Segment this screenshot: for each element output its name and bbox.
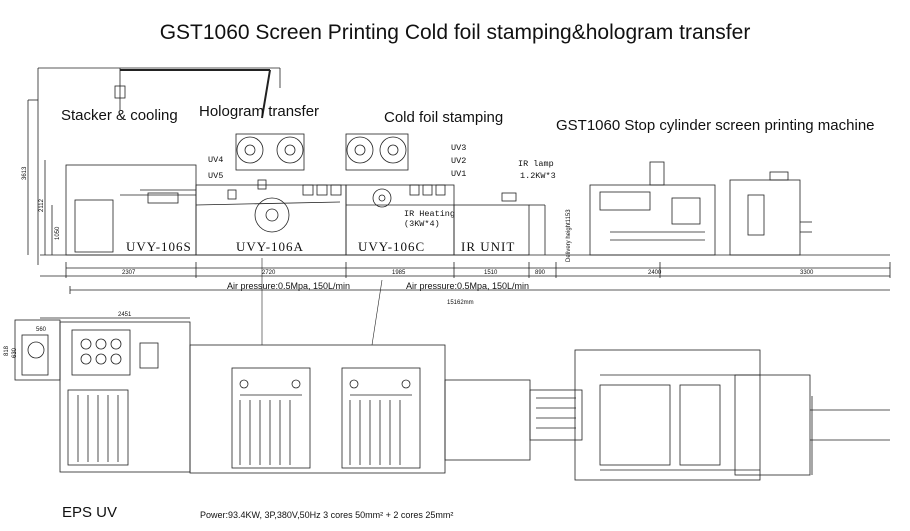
label-uv1: UV1 (451, 169, 467, 179)
screen-machine-top (574, 349, 890, 481)
label-stacker: Stacker & cooling (61, 107, 178, 124)
label-uv2: UV2 (451, 156, 467, 166)
dim-1985: 1985 (392, 270, 406, 276)
hologram-unit (195, 133, 347, 256)
label-ir-lamp-power: 1.2KW*3 (520, 171, 556, 181)
dim-1510: 1510 (484, 270, 498, 276)
diagram-title: GST1060 Screen Printing Cold foil stampi… (159, 21, 751, 44)
dim-560: 560 (36, 327, 47, 333)
label-eps-uv: EPS UV (62, 504, 118, 521)
label-ir-heating: IR Heating (404, 209, 456, 219)
label-ir-lamp: IR lamp (518, 159, 554, 169)
dim-2720: 2720 (262, 270, 276, 276)
dim-1050: 1050 (55, 226, 61, 240)
dim-2112: 2112 (39, 199, 45, 212)
annotation-air-pressure-2: Air pressure:0.5Mpa, 150L/min (406, 281, 530, 291)
label-uv5: UV5 (208, 171, 224, 181)
dim-890: 890 (535, 270, 546, 276)
dim-2451: 2451 (118, 312, 132, 318)
dim-total: 15162mm (447, 300, 474, 306)
label-uv3: UV3 (451, 143, 467, 153)
label-screen-machine: GST1060 Stop cylinder screen printing ma… (556, 117, 875, 134)
label-uv4: UV4 (208, 155, 224, 165)
unit-uvy106s: UVY-106S (126, 239, 192, 254)
dim-630: 630 (12, 347, 18, 358)
label-delivery-height: Delivery height1153 (566, 209, 572, 262)
side-view (27, 67, 891, 294)
ir-unit (453, 192, 546, 256)
top-view (14, 258, 890, 481)
label-hologram: Hologram transfer (199, 103, 320, 120)
dim-3613: 3613 (22, 166, 28, 180)
annotation-power: Power:93.4KW, 3P,380V,50Hz 3 cores 50mm²… (200, 510, 454, 520)
unit-uvy106c: UVY-106C (358, 239, 426, 254)
unit-uvy106a: UVY-106A (236, 239, 304, 254)
label-ir-heating-power: (3KW*4) (404, 219, 440, 229)
dim-2307: 2307 (122, 270, 136, 276)
unit-ir: IR UNIT (461, 239, 516, 254)
printing-line-top (189, 344, 583, 474)
label-cold-foil: Cold foil stamping (384, 109, 504, 126)
dim-2400: 2400 (648, 270, 662, 276)
cold-foil-unit (345, 133, 455, 256)
annotation-air-pressure-1: Air pressure:0.5Mpa, 150L/min (227, 281, 351, 291)
screen-printing-machine (589, 161, 812, 256)
dim-3300: 3300 (800, 270, 814, 276)
eps-uv-section (14, 317, 191, 473)
side-dimensions (27, 100, 891, 294)
dim-818: 818 (4, 345, 10, 356)
